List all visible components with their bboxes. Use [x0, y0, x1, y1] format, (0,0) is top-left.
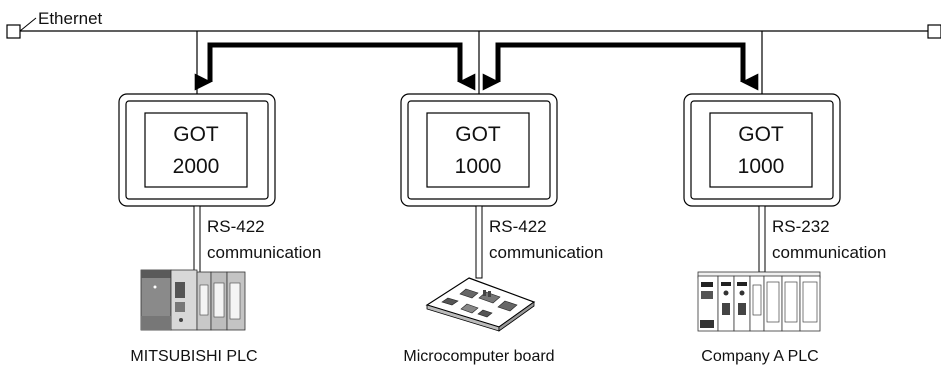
got-series: 2000: [173, 155, 220, 178]
got-label-box: [426, 112, 530, 188]
link-caption: communication: [207, 243, 321, 262]
ethernet-label: Ethernet: [38, 9, 103, 28]
link-type: RS-232: [772, 217, 830, 236]
bus-terminator-left: [6, 24, 21, 39]
got-series: 1000: [738, 155, 785, 178]
company-a-plc-icon: [697, 271, 821, 332]
mitsubishi-plc-icon: [140, 269, 246, 331]
arrow-got1000-to-got1000: [482, 42, 759, 91]
microcomputer-board-icon: [425, 277, 536, 332]
device-label: MITSUBISHI PLC: [130, 348, 257, 365]
link-caption: communication: [772, 243, 886, 262]
got-label-box: [144, 112, 248, 188]
got-model: GOT: [738, 123, 784, 146]
got-unit-1: GOT 2000 RS-422 communication MITSUBISHI…: [118, 93, 321, 365]
serial-cable: [193, 205, 201, 277]
got-model: GOT: [173, 123, 219, 146]
got-unit-3: GOT 1000 RS-232 communication: [683, 93, 886, 365]
got-series: 1000: [455, 155, 502, 178]
link-type: RS-422: [489, 217, 547, 236]
got-model: GOT: [455, 123, 501, 146]
link-type: RS-422: [207, 217, 265, 236]
bus-terminator-right: [927, 24, 941, 39]
serial-cable: [475, 205, 483, 279]
device-label: Microcomputer board: [403, 348, 554, 365]
ethernet-label-leader: [19, 17, 37, 32]
arrow-got2000-to-got1000: [194, 42, 476, 91]
got-label-box: [709, 112, 813, 188]
serial-cable: [758, 205, 766, 273]
got-unit-2: GOT 1000 RS-422 communication Microcompu…: [400, 93, 603, 365]
ethernet-bus: Ethernet: [6, 9, 941, 94]
link-caption: communication: [489, 243, 603, 262]
device-label: Company A PLC: [701, 348, 818, 365]
